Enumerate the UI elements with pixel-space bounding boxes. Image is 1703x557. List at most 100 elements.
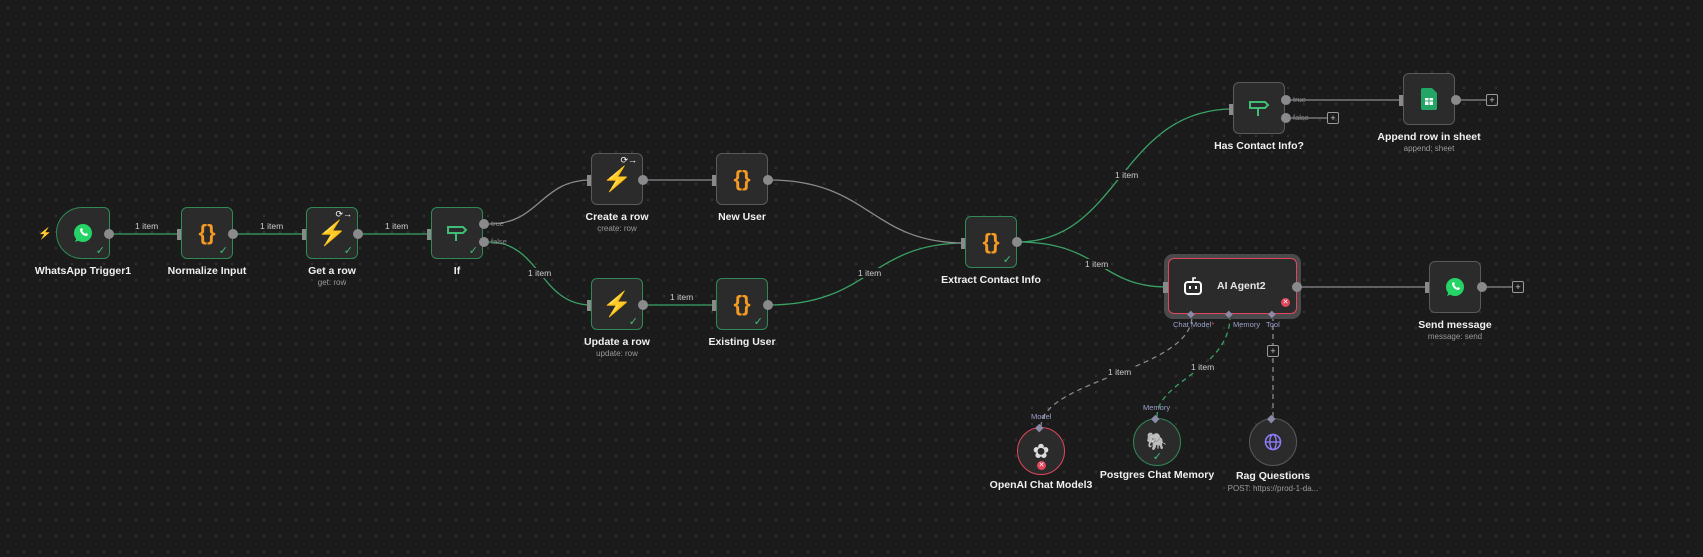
edge-label: 1 item [527,268,553,278]
error-icon: ✕ [1281,298,1290,307]
code-braces-icon: {} [733,291,751,316]
node-subtitle: get: row [317,278,347,287]
success-check-icon: ✓ [468,245,478,257]
success-check-icon: ✓ [1002,254,1012,266]
input-port[interactable] [1229,104,1234,115]
node-new-user[interactable]: {} [716,153,768,205]
supabase-icon: ⚡ [602,290,632,318]
chat-model-port[interactable]: ◆ [1187,309,1195,320]
input-port[interactable] [1399,95,1404,106]
memory-port[interactable]: ◆ [1225,309,1233,320]
node-label: Append row in sheet [1377,131,1481,143]
node-extract-contact-info[interactable]: {}✓ [965,216,1017,268]
node-label: WhatsApp Trigger1 [34,265,132,277]
node-existing-user[interactable]: {}✓ [716,278,768,330]
slot-label: Memory [1143,403,1171,412]
node-if[interactable]: ✓ [431,207,483,259]
openai-icon: ✿ [1032,440,1050,463]
node-postgres-chat-memory[interactable]: 🐘✓ [1133,418,1181,466]
output-port[interactable]: ◆ [1267,413,1276,425]
output-port[interactable] [104,229,114,239]
port-label: Tool [1266,320,1280,329]
edge-label: 1 item [1190,362,1216,372]
edge-label: 1 item [1084,259,1110,269]
signpost-icon [1249,101,1270,116]
output-port[interactable] [1012,237,1022,247]
success-check-icon: ✓ [1152,451,1162,463]
output-port[interactable]: ◆ [1035,422,1044,434]
output-port[interactable] [638,175,648,185]
loop-arrow-icon: ⟳→ [335,209,352,219]
node-append-row-sheet[interactable] [1403,73,1455,125]
input-port[interactable] [587,175,592,186]
node-label: New User [718,211,766,223]
node-update-row[interactable]: ⚡✓ [591,278,643,330]
node-label: Existing User [708,336,776,348]
node-ai-agent[interactable]: AI Agent2 ✕ [1168,258,1297,314]
add-node-button[interactable]: + [1327,112,1339,124]
output-port-false[interactable] [1281,113,1291,123]
node-label: OpenAI Chat Model3 [989,479,1093,491]
output-port[interactable] [1451,95,1461,105]
output-port[interactable] [228,229,238,239]
globe-icon [1264,433,1282,451]
code-braces-icon: {} [982,229,1000,254]
whatsapp-icon [74,224,92,242]
input-port[interactable] [712,175,717,186]
supabase-icon: ⚡ [602,165,632,193]
output-port[interactable] [763,175,773,185]
output-port[interactable] [353,229,363,239]
add-tool-button[interactable]: + [1267,345,1279,357]
success-check-icon: ✓ [218,245,228,257]
input-port[interactable] [587,300,592,311]
node-label: If [453,265,461,277]
node-create-row[interactable]: ⚡⟳→ [591,153,643,205]
input-port[interactable] [427,229,432,240]
supabase-icon: ⚡ [317,219,347,247]
required-mark: * [1211,320,1215,329]
slot-label: Model [1031,412,1052,421]
output-port-false[interactable] [479,237,489,247]
output-port-true[interactable] [1281,95,1291,105]
output-port[interactable]: ◆ [1151,413,1160,425]
node-label: Get a row [308,265,356,277]
input-port[interactable] [712,300,717,311]
code-braces-icon: {} [733,166,751,191]
add-node-button[interactable]: + [1486,94,1498,106]
add-node-button[interactable]: + [1512,281,1524,293]
port-label: true [491,219,504,228]
edge-label: 1 item [857,268,883,278]
node-subtitle: update: row [596,349,638,358]
node-send-message[interactable] [1429,261,1481,313]
node-label: Rag Questions [1235,470,1311,482]
node-openai-chat-model[interactable]: ✿✕ [1017,427,1065,475]
success-check-icon: ✓ [95,245,105,257]
port-label: false [1293,113,1309,122]
node-has-contact-info[interactable] [1233,82,1285,134]
code-braces-icon: {} [198,220,216,245]
output-port[interactable] [638,300,648,310]
input-port[interactable] [302,229,307,240]
input-port[interactable] [177,229,182,240]
node-label: AI Agent2 [1217,280,1266,292]
error-icon: ✕ [1037,461,1046,470]
node-get-row[interactable]: ⚡⟳→✓ [306,207,358,259]
input-port[interactable] [1425,282,1430,293]
node-normalize-input[interactable]: {}✓ [181,207,233,259]
tool-port[interactable]: ◆ [1268,309,1276,320]
node-label: Send message [1418,319,1492,331]
input-port[interactable] [961,238,966,249]
node-whatsapp-trigger[interactable]: ✓ [56,207,110,259]
success-check-icon: ✓ [628,316,638,328]
output-port[interactable] [1292,282,1302,292]
input-port[interactable] [1163,282,1168,293]
output-port[interactable] [1477,282,1487,292]
node-label: Extract Contact Info [941,274,1041,286]
signpost-icon [447,226,468,241]
output-port-true[interactable] [479,219,489,229]
node-label: Has Contact Info? [1214,140,1304,152]
robot-icon [1184,277,1202,295]
edge-label: 1 item [134,221,160,231]
node-rag-questions[interactable] [1249,418,1297,466]
output-port[interactable] [763,300,773,310]
